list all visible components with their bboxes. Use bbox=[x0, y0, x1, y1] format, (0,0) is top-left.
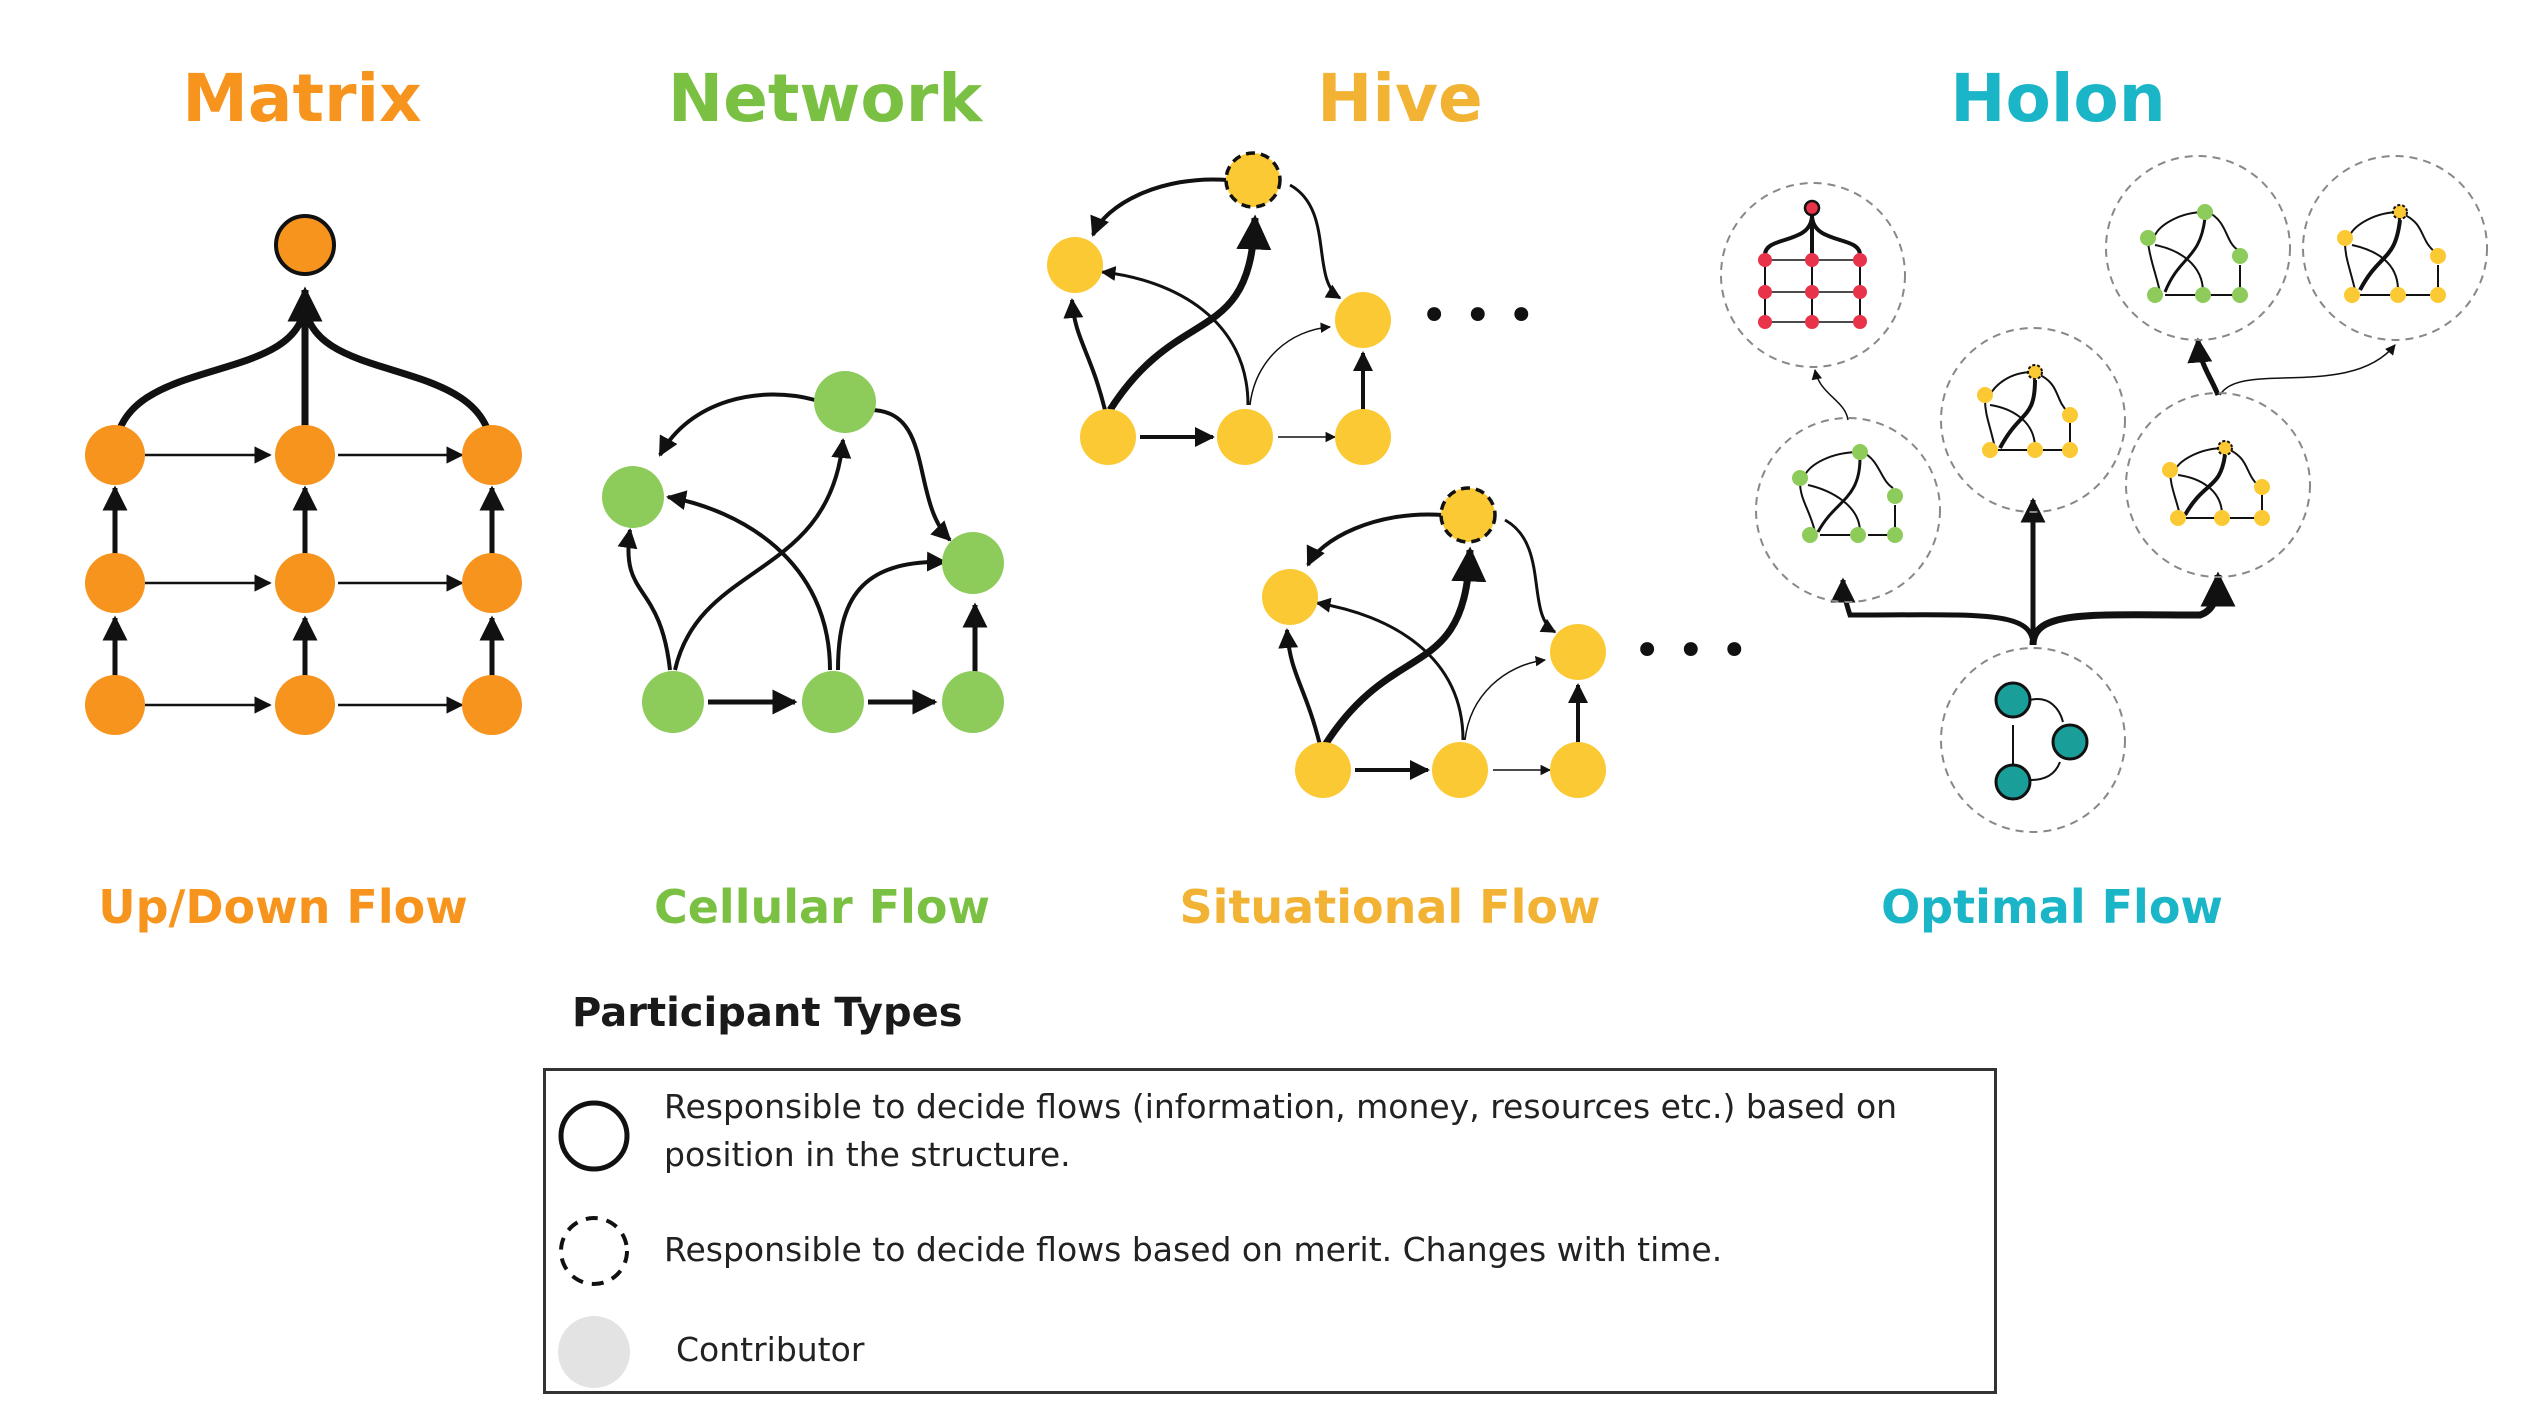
holon-cluster-hive-3 bbox=[2162, 440, 2270, 526]
title-holon: Holon bbox=[1950, 60, 2166, 137]
legend-heading: Participant Types bbox=[572, 990, 963, 1036]
flow-label-network: Cellular Flow bbox=[653, 880, 991, 934]
holon-cluster-matrix bbox=[1758, 199, 1867, 329]
flow-label-matrix: Up/Down Flow bbox=[98, 880, 468, 934]
solid-circle-icon bbox=[558, 1100, 630, 1172]
hive-ellipsis-2: • • • bbox=[1633, 623, 1748, 679]
hive-ellipsis-1: • • • bbox=[1420, 288, 1535, 344]
holon-cluster-network-2 bbox=[2140, 204, 2248, 303]
legend-item-merit-text: Responsible to decide flows based on mer… bbox=[664, 1230, 1723, 1269]
matrix-diagram bbox=[85, 214, 522, 735]
network-diagram bbox=[602, 371, 1004, 733]
holon-diagram bbox=[1720, 155, 2488, 833]
holon-cluster-hive-2 bbox=[2337, 204, 2446, 303]
hive-diagram-1 bbox=[1047, 151, 1391, 465]
flow-label-holon: Optimal Flow bbox=[1881, 880, 2223, 934]
filled-circle-icon bbox=[558, 1316, 630, 1388]
holon-cluster-hive-1 bbox=[1977, 364, 2078, 458]
legend-box: Responsible to decide flows (information… bbox=[543, 1068, 1997, 1394]
hive-diagram-2 bbox=[1262, 486, 1606, 798]
holon-cluster-network-1 bbox=[1792, 444, 1903, 543]
flow-label-hive: Situational Flow bbox=[1179, 880, 1601, 934]
title-hive: Hive bbox=[1317, 60, 1483, 137]
legend-item-contributor-text: Contributor bbox=[676, 1330, 865, 1369]
holon-cluster-root bbox=[1994, 681, 2089, 801]
title-matrix: Matrix bbox=[182, 60, 422, 137]
title-network: Network bbox=[667, 60, 983, 137]
legend-item-position-text: Responsible to decide flows (information… bbox=[664, 1087, 1898, 1174]
dashed-circle-icon bbox=[559, 1216, 629, 1286]
